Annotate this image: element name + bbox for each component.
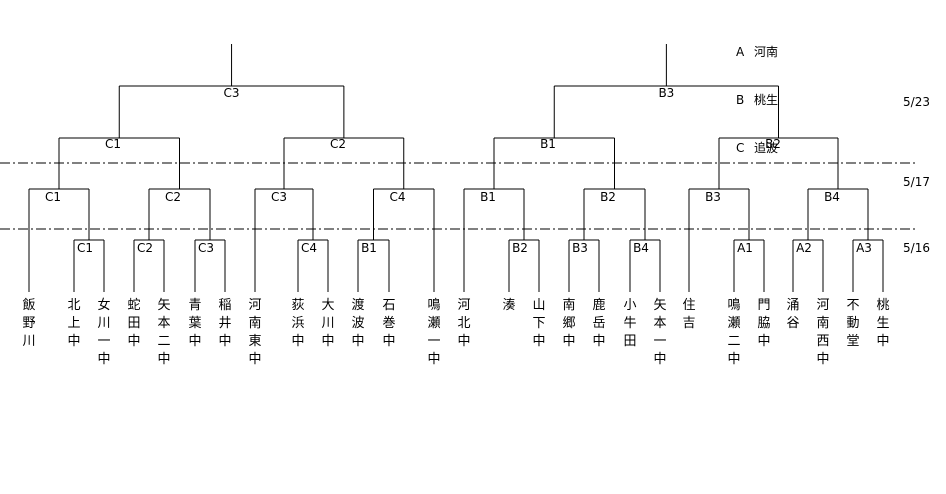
team-name: 湊 xyxy=(502,298,515,313)
match-label: C1 xyxy=(105,137,121,151)
team-name: 飯野川 xyxy=(22,298,35,349)
match-label: B2 xyxy=(600,190,616,204)
team-name: 青葉中 xyxy=(188,298,201,349)
team-name: 矢本二中 xyxy=(157,298,170,367)
match-label: C2 xyxy=(137,241,153,255)
match-label: C3 xyxy=(198,241,214,255)
match-label: B3 xyxy=(658,86,674,100)
match-label: B1 xyxy=(540,137,556,151)
team-name: 河南東中 xyxy=(248,298,261,367)
team-name: 蛇田中 xyxy=(127,298,140,349)
team-name: 渡波中 xyxy=(351,297,364,349)
match-label: A3 xyxy=(856,241,872,255)
match-label: B1 xyxy=(480,190,496,204)
match-label: C4 xyxy=(301,241,317,255)
team-name: 山下中 xyxy=(532,298,545,349)
match-label: B2 xyxy=(765,137,781,151)
match-label: C1 xyxy=(45,190,61,204)
team-name: 鹿岳中 xyxy=(592,297,605,349)
team-name: 大川中 xyxy=(321,298,334,349)
match-label: A1 xyxy=(737,241,753,255)
match-label: C1 xyxy=(77,241,93,255)
match-label: C4 xyxy=(389,190,405,204)
round-date-label: 5/16 xyxy=(903,241,930,255)
match-label: B3 xyxy=(705,190,721,204)
match-label: B1 xyxy=(361,241,377,255)
match-label: B2 xyxy=(512,241,528,255)
team-name: 河北中 xyxy=(457,298,470,349)
team-name: 小牛田 xyxy=(623,298,636,349)
team-name: 不動堂 xyxy=(846,298,859,349)
team-name: 矢本一中 xyxy=(653,298,666,367)
team-name: 鳴瀬二中 xyxy=(727,298,740,367)
match-label: B3 xyxy=(572,241,588,255)
team-name: 稲井中 xyxy=(218,298,231,349)
team-name: 北上中 xyxy=(67,298,80,349)
team-name: 鳴瀬一中 xyxy=(427,298,440,367)
match-label: C3 xyxy=(224,86,240,100)
match-label: B4 xyxy=(633,241,649,255)
match-label: A2 xyxy=(796,241,812,255)
team-name: 河南西中 xyxy=(816,298,829,367)
team-name: 涌谷 xyxy=(786,298,799,331)
team-name: 住吉 xyxy=(682,298,695,331)
round-date-label: 5/23 xyxy=(903,95,930,109)
team-name: 女川一中 xyxy=(97,297,110,367)
round-date-label: 5/17 xyxy=(903,175,930,189)
match-label: C2 xyxy=(330,137,346,151)
match-label: C2 xyxy=(165,190,181,204)
team-name: 石巻中 xyxy=(382,298,395,349)
match-label: C3 xyxy=(271,190,287,204)
team-name: 荻浜中 xyxy=(291,298,304,349)
match-label: B4 xyxy=(824,190,840,204)
team-name: 南郷中 xyxy=(562,297,575,349)
team-name: 門脇中 xyxy=(757,298,770,349)
team-name: 桃生中 xyxy=(876,298,889,349)
